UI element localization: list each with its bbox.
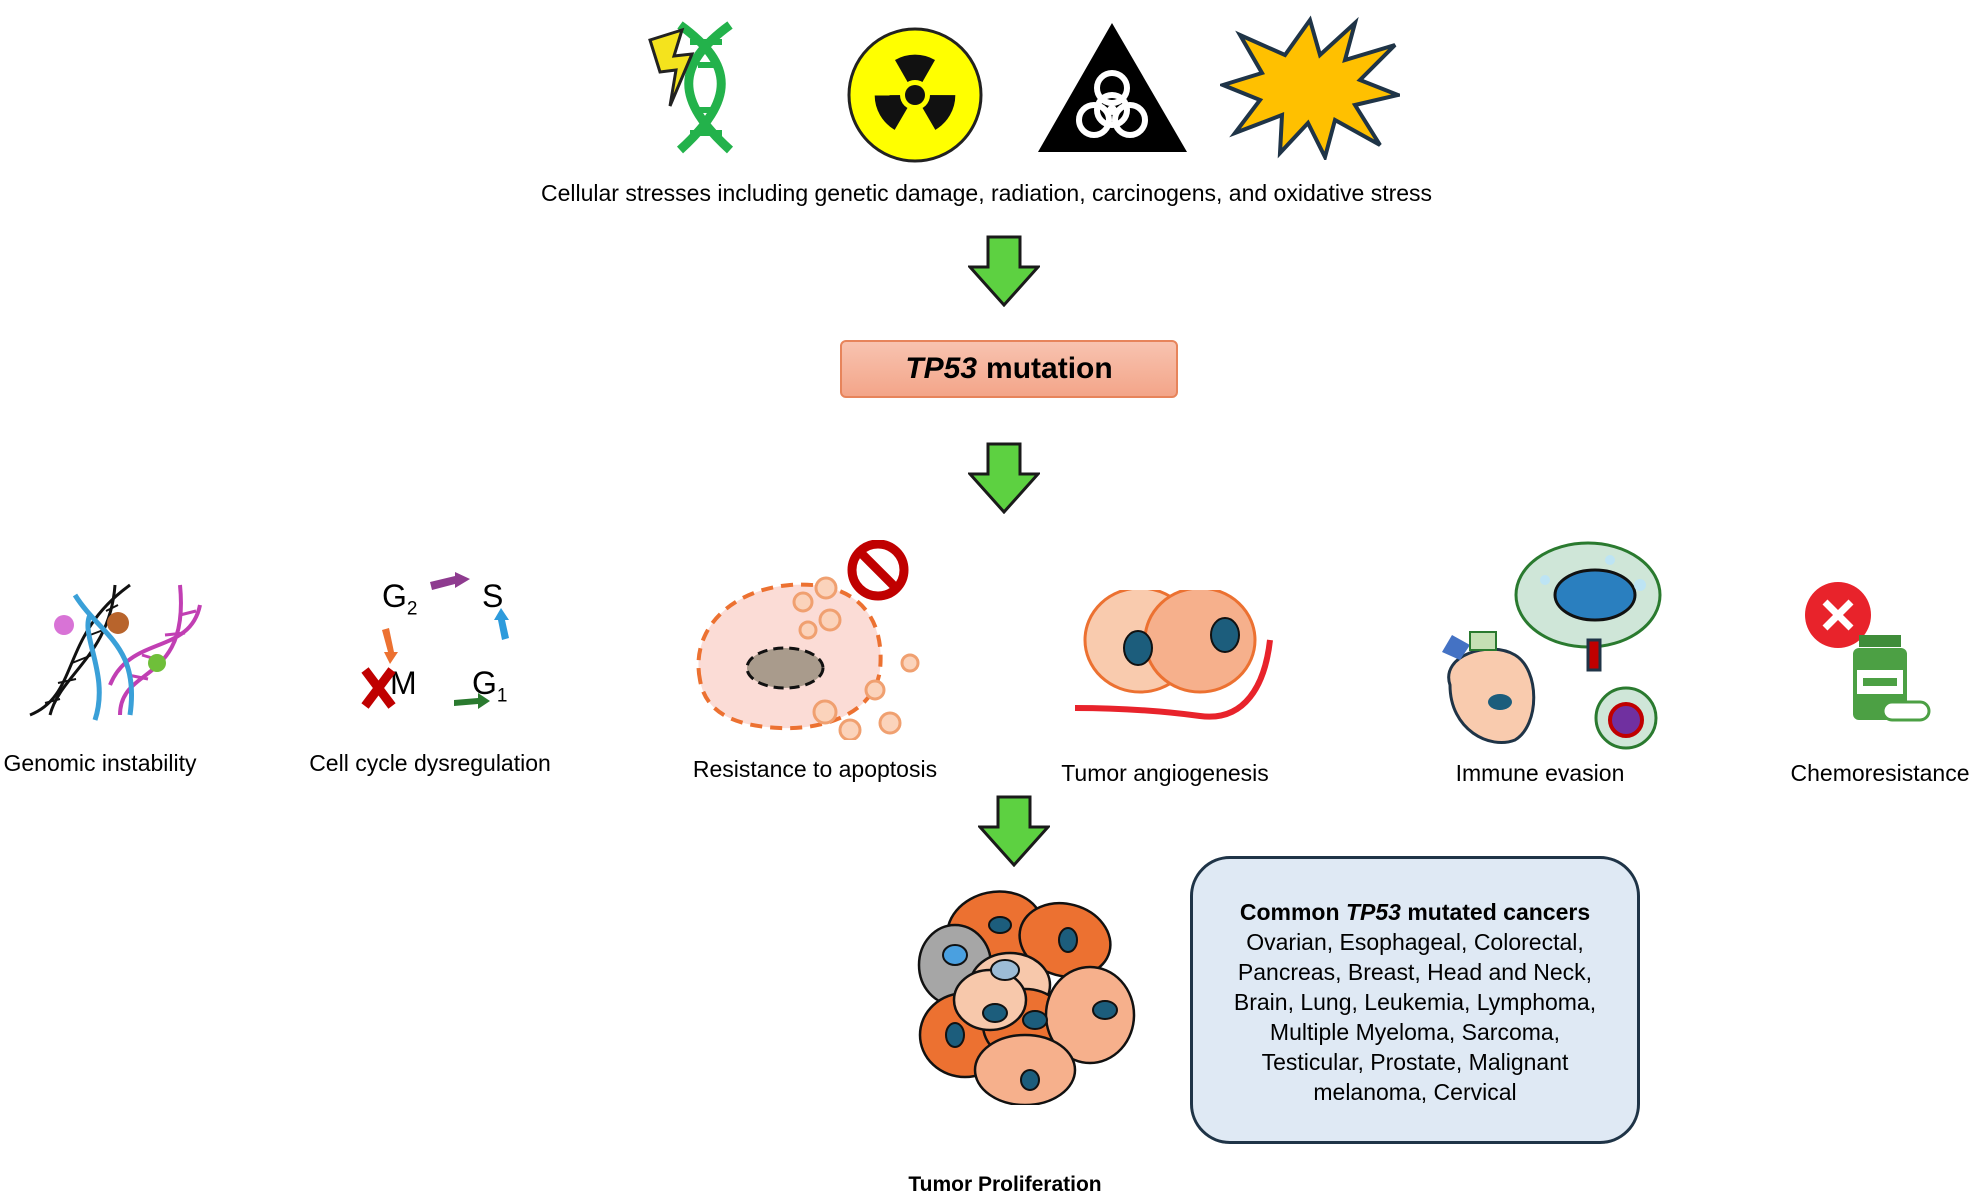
effect-label-immune: Immune evasion — [1455, 760, 1625, 786]
cancer-line: Ovarian, Esophageal, Colorectal, — [1246, 929, 1584, 955]
tp53-gene-label: TP53 — [905, 352, 978, 385]
effect-label-cell-cycle: Cell cycle dysregulation — [309, 750, 551, 776]
cycle-g1: G1 — [472, 665, 508, 707]
outcome-label: Tumor Proliferation — [908, 1173, 1102, 1196]
common-cancers-box: Common TP53 mutated cancers Ovarian, Eso… — [1190, 856, 1640, 1144]
cycle-s: S — [482, 578, 504, 614]
apoptosis-resistance-icon — [696, 540, 920, 740]
stress-caption: Cellular stresses including genetic dama… — [540, 180, 1433, 206]
cancer-line: Brain, Lung, Leukemia, Lymphoma, — [1233, 989, 1597, 1015]
down-arrow-1 — [968, 235, 1040, 307]
biohazard-icon — [1038, 23, 1187, 152]
cancers-title: Common TP53 mutated cancers — [1239, 899, 1591, 925]
radiation-icon — [847, 27, 983, 163]
cancer-line: Multiple Myeloma, Sarcoma, — [1269, 1019, 1561, 1045]
angiogenesis-icon — [1074, 590, 1273, 720]
blocked-cross-icon — [361, 667, 396, 709]
down-arrow-3 — [978, 795, 1050, 867]
effect-label-genomic: Genomic instability — [3, 750, 197, 776]
effect-label-angiogenesis: Tumor angiogenesis — [1061, 760, 1269, 786]
chemoresistance-icon — [1805, 582, 1931, 722]
tp53-mutation-box: TP53 mutation — [840, 340, 1178, 398]
effect-label-chemo: Chemoresistance — [1790, 760, 1970, 786]
pill-bottle-icon — [1853, 635, 1931, 722]
cycle-m: M — [390, 665, 417, 701]
oxidative-burst-icon — [1220, 15, 1400, 160]
effect-label-apoptosis: Resistance to apoptosis — [692, 756, 938, 782]
cancer-line: Pancreas, Breast, Head and Neck, — [1237, 959, 1593, 985]
dna-damage-icon — [648, 21, 734, 154]
tumor-cluster-icon — [917, 890, 1136, 1105]
cross-icon — [1805, 582, 1871, 648]
immune-evasion-icon — [1442, 541, 1662, 750]
down-arrow-2 — [968, 442, 1040, 514]
genomic-instability-icon — [29, 583, 202, 721]
cancer-line: melanoma, Cervical — [1313, 1079, 1517, 1105]
mutation-label: mutation — [986, 352, 1113, 385]
cycle-g2: G2 — [382, 578, 418, 620]
no-entry-icon — [847, 540, 909, 601]
cell-cycle-diagram: G2 S M G1 — [360, 560, 530, 720]
cancer-line: Testicular, Prostate, Malignant — [1261, 1049, 1569, 1075]
